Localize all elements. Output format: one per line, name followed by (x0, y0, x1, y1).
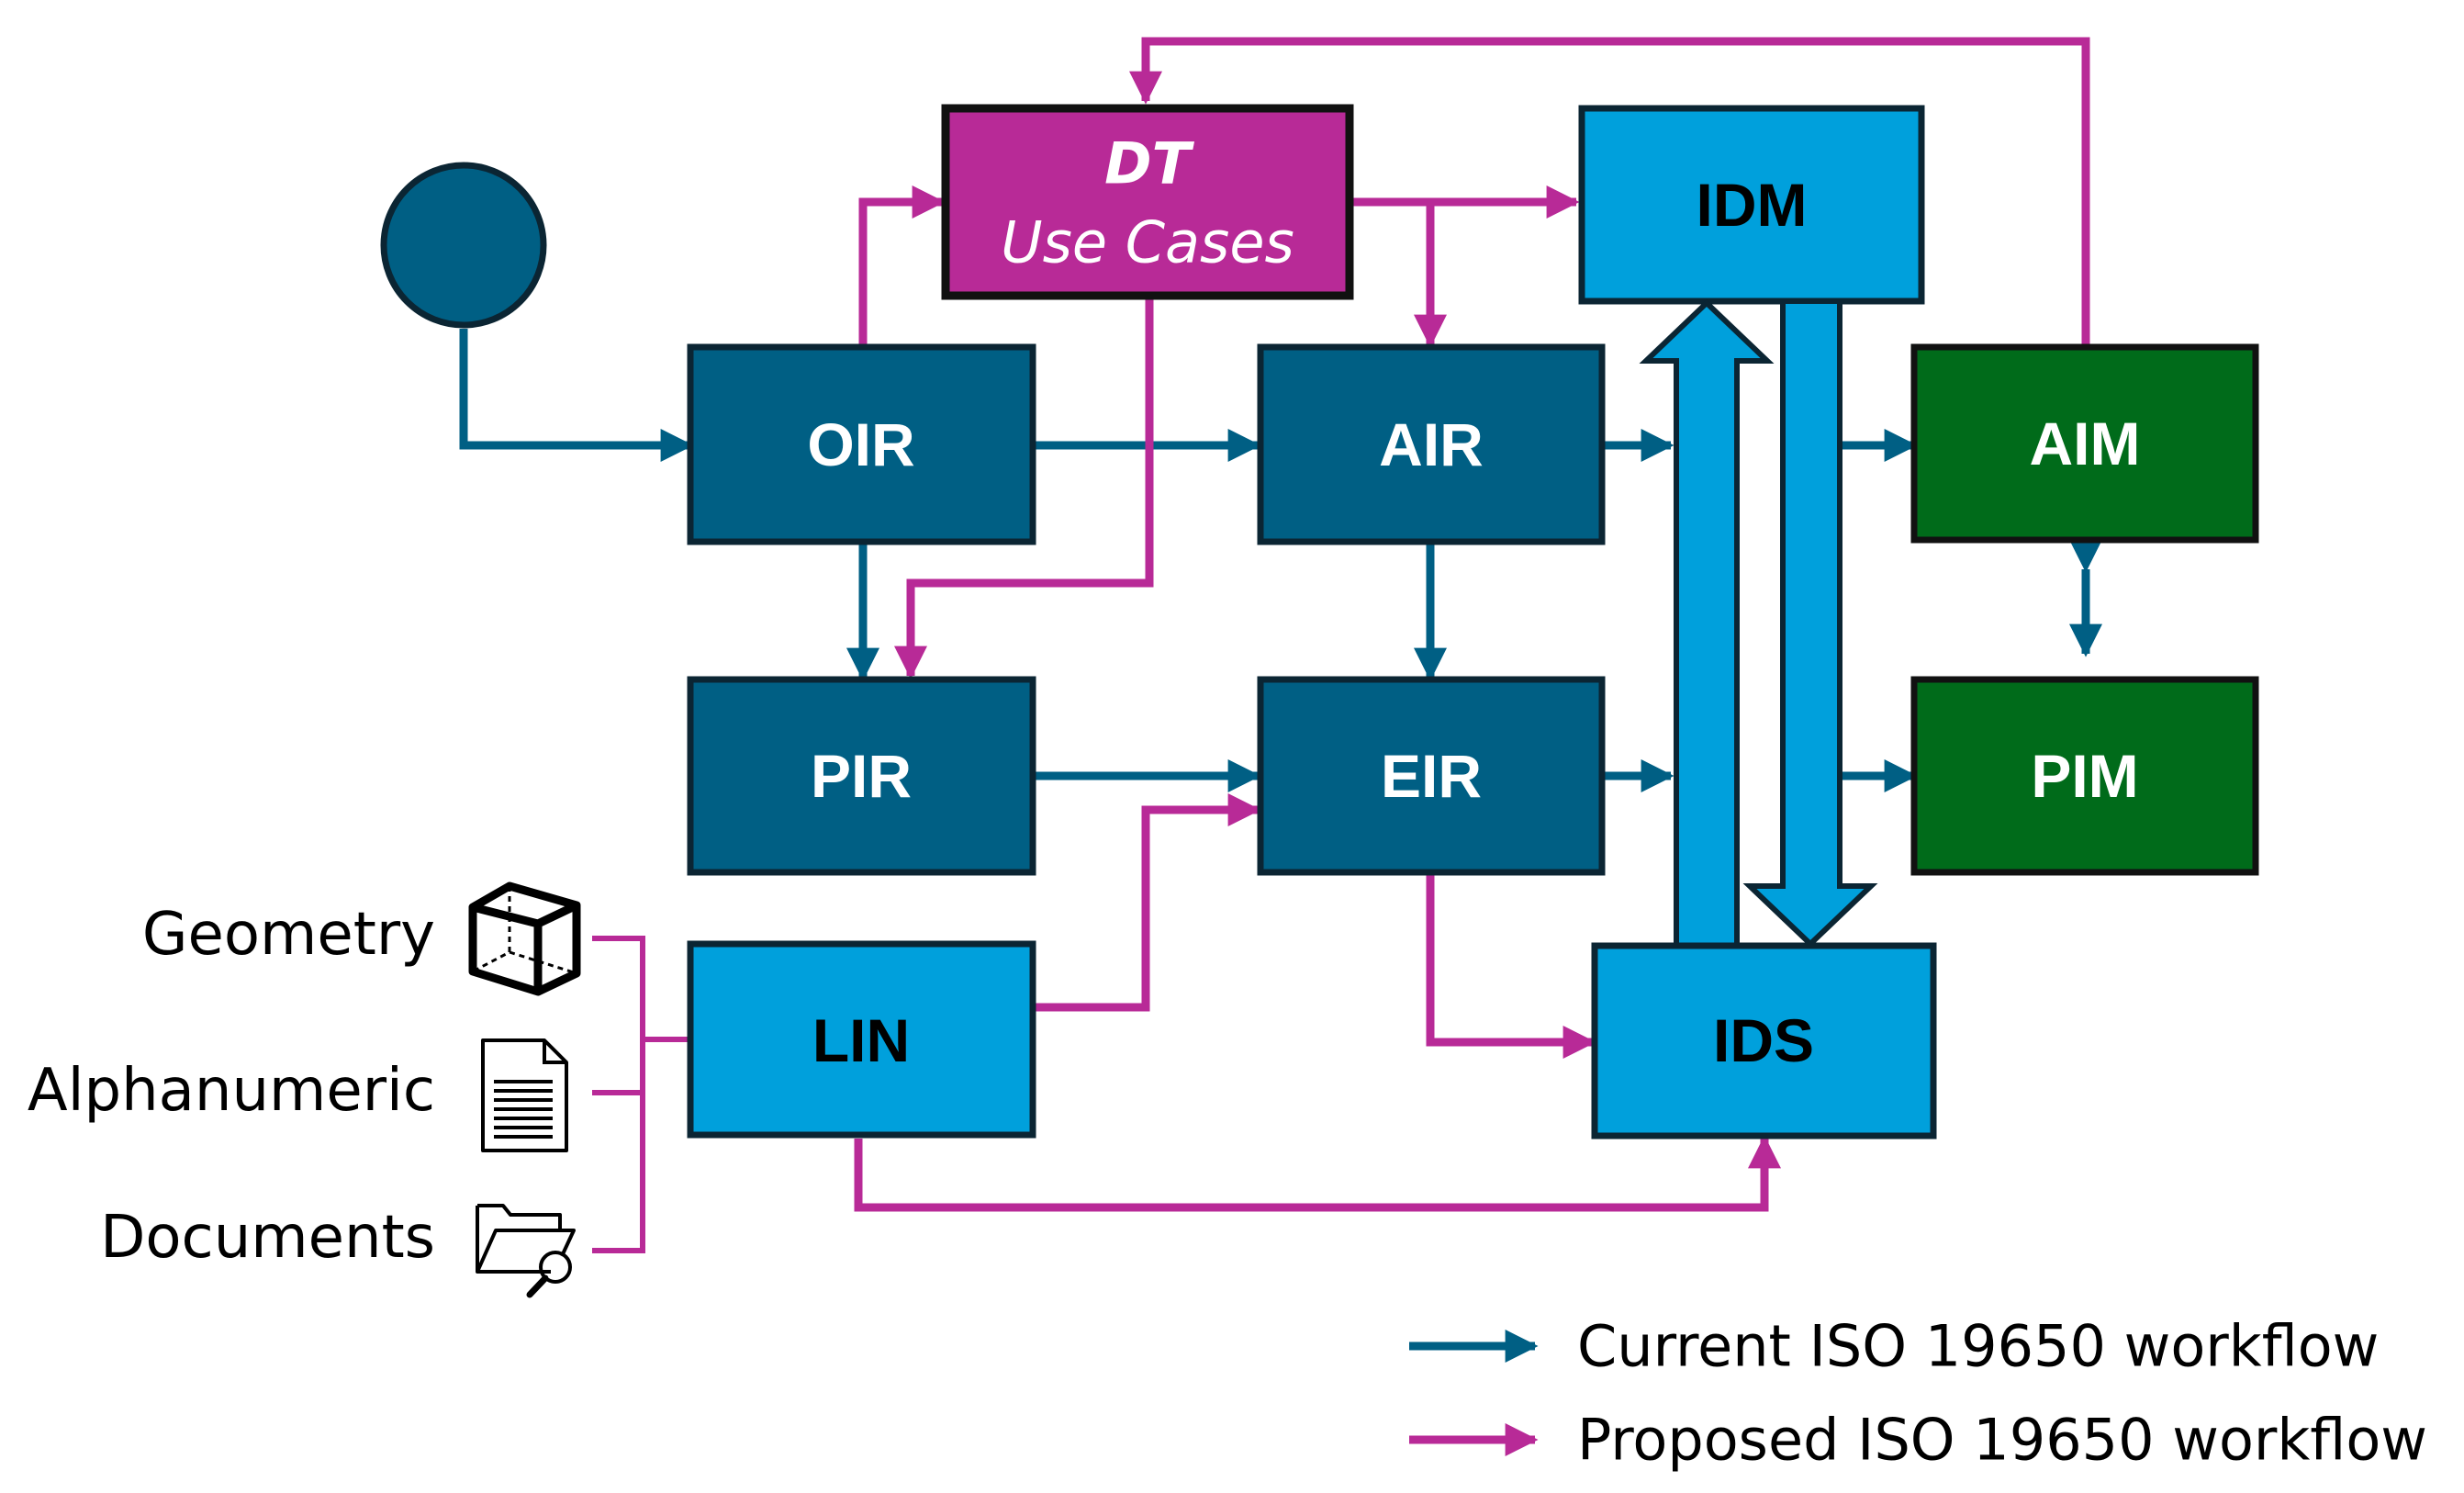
connector-dt-to-pir (894, 296, 1154, 679)
connector-eir-to-ids (1426, 872, 1596, 1059)
connector-lin-to-ids (854, 1135, 1781, 1212)
connector-start-to-oir (459, 329, 694, 462)
block-arrow-ids-to-idm (1639, 298, 1775, 949)
node-ids: IDS (1591, 942, 1937, 1139)
node-air: AIR (1257, 343, 1606, 545)
dt-title: DT (1104, 130, 1194, 197)
pim-label: PIM (2031, 742, 2138, 810)
node-lin: LIN (687, 940, 1036, 1139)
block-arrow-idm-to-ids (1742, 298, 1878, 949)
connector-aim-to-dt (1129, 37, 2090, 347)
node-eir: EIR (1257, 676, 1606, 876)
input-label-geometry: Geometry (142, 901, 435, 969)
input-documents: Documents (100, 1204, 576, 1298)
node-oir: OIR (687, 343, 1036, 545)
input-alphanumeric: Alphanumeric (28, 1038, 568, 1152)
aim-label: AIM (2030, 410, 2141, 477)
lin-label: LIN (812, 1006, 910, 1074)
node-idm: IDM (1578, 105, 1925, 305)
air-label: AIR (1379, 410, 1484, 478)
input-bracket (592, 936, 690, 1253)
connector-oir-to-dt (858, 185, 946, 347)
proposed-connectors (592, 37, 2090, 1253)
node-pir: PIR (687, 676, 1036, 876)
pir-label: PIR (811, 742, 912, 810)
cube-icon (468, 881, 581, 996)
current-connectors (459, 329, 2102, 792)
node-dt-use-cases: DT Use Cases (941, 104, 1354, 300)
start-node (380, 162, 547, 329)
oir-label: OIR (807, 410, 914, 478)
idm-label: IDM (1697, 171, 1808, 239)
dt-box (941, 104, 1354, 300)
node-aim: AIM (1910, 343, 2259, 544)
legend-proposed: Proposed ISO 19650 workflow (1409, 1407, 2427, 1474)
legend-proposed-label: Proposed ISO 19650 workflow (1577, 1407, 2427, 1474)
eir-label: EIR (1381, 742, 1482, 810)
legend-current-label: Current ISO 19650 workflow (1577, 1313, 2379, 1380)
dt-subtitle: Use Cases (1001, 209, 1294, 276)
document-icon (481, 1038, 568, 1152)
legend-current: Current ISO 19650 workflow (1409, 1313, 2379, 1380)
input-label-documents: Documents (100, 1204, 435, 1272)
folder-search-icon (476, 1204, 576, 1298)
ids-label: IDS (1713, 1006, 1814, 1074)
input-geometry: Geometry (142, 881, 581, 996)
legend: Current ISO 19650 workflow Proposed ISO … (1409, 1313, 2427, 1474)
input-label-alphanumeric: Alphanumeric (28, 1057, 435, 1125)
connector-lin-to-eir (1033, 793, 1261, 1012)
node-pim: PIM (1910, 676, 2259, 876)
